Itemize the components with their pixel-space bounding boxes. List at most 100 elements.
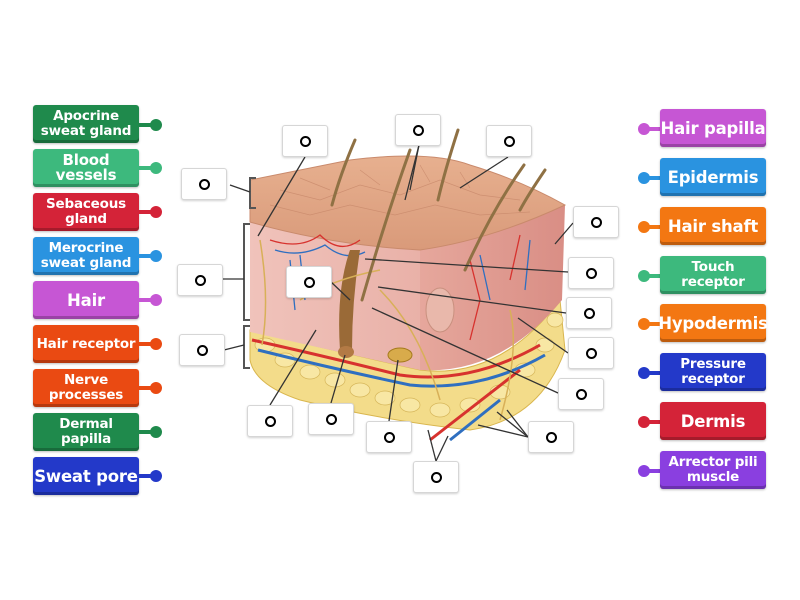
label-text: Epidermis [667, 167, 759, 187]
drop-zone-10[interactable] [568, 337, 614, 369]
connector-dot[interactable] [150, 162, 162, 174]
drop-zone-16[interactable] [528, 421, 574, 453]
connector-dot[interactable] [638, 367, 650, 379]
empty-slot-icon [590, 216, 602, 228]
drop-zone-7[interactable] [286, 266, 332, 298]
empty-slot-icon [585, 347, 597, 359]
connector [139, 474, 153, 478]
connector [646, 322, 660, 326]
connector-dot[interactable] [150, 294, 162, 306]
label-hair-papilla[interactable]: Hair papilla [660, 109, 766, 147]
connector [139, 166, 153, 170]
label-hair-receptor[interactable]: Hair receptor [33, 325, 139, 363]
connector [646, 371, 660, 375]
empty-slot-icon [194, 274, 206, 286]
label-text: Dermal papilla [59, 416, 113, 447]
empty-slot-icon [430, 471, 442, 483]
connector-dot[interactable] [150, 250, 162, 262]
connector-dot[interactable] [638, 270, 650, 282]
empty-slot-icon [198, 178, 210, 190]
empty-slot-icon [545, 431, 557, 443]
connector [139, 298, 153, 302]
label-merocrine-sweat-gland[interactable]: Merocrine sweat gland [33, 237, 139, 275]
empty-slot-icon [585, 267, 597, 279]
label-text: Dermis [680, 411, 746, 431]
label-text: Apocrine sweat gland [40, 108, 132, 139]
empty-slot-icon [383, 431, 395, 443]
label-text: Merocrine sweat gland [40, 240, 132, 271]
drop-zone-11[interactable] [179, 334, 225, 366]
label-touch-receptor[interactable]: Touch receptor [660, 256, 766, 294]
label-epidermis[interactable]: Epidermis [660, 158, 766, 196]
label-text: Hypodermis [658, 313, 768, 333]
label-sweat-pore[interactable]: Sweat pore [33, 457, 139, 495]
label-text: Hair [67, 290, 105, 310]
drop-zone-14[interactable] [308, 403, 354, 435]
label-pressure-receptor[interactable]: Pressure receptor [660, 353, 766, 391]
connector-dot[interactable] [150, 382, 162, 394]
empty-slot-icon [299, 135, 311, 147]
label-text: Hair receptor [36, 335, 136, 352]
drop-zone-4[interactable] [486, 125, 532, 157]
empty-slot-icon [575, 388, 587, 400]
label-text: Touch receptor [681, 259, 745, 290]
label-hypodermis[interactable]: Hypodermis [658, 304, 768, 342]
label-dermis[interactable]: Dermis [660, 402, 766, 440]
connector-dot[interactable] [150, 206, 162, 218]
label-nerve-processes[interactable]: Nerve processes [33, 369, 139, 407]
label-text: Hair papilla [660, 118, 766, 138]
label-arrector-pili-muscle[interactable]: Arrector pili muscle [660, 451, 766, 489]
label-sebaceous-gland[interactable]: Sebaceous gland [33, 193, 139, 231]
connector [139, 123, 153, 127]
drop-zone-2[interactable] [282, 125, 328, 157]
connector [646, 225, 660, 229]
label-text: Sweat pore [34, 466, 138, 486]
connector-dot[interactable] [638, 172, 650, 184]
label-text: Hair shaft [667, 216, 759, 236]
label-dermal-papilla[interactable]: Dermal papilla [33, 413, 139, 451]
label-text: Sebaceous gland [46, 196, 126, 227]
drop-zone-6[interactable] [177, 264, 223, 296]
label-hair-shaft[interactable]: Hair shaft [660, 207, 766, 245]
connector [139, 342, 153, 346]
empty-slot-icon [412, 124, 424, 136]
empty-slot-icon [264, 415, 276, 427]
drop-zone-13[interactable] [247, 405, 293, 437]
connector-dot[interactable] [638, 465, 650, 477]
label-apocrine-sweat-gland[interactable]: Apocrine sweat gland [33, 105, 139, 143]
empty-slot-icon [325, 413, 337, 425]
connector [646, 127, 660, 131]
empty-slot-icon [503, 135, 515, 147]
label-hair[interactable]: Hair [33, 281, 139, 319]
connector [646, 274, 660, 278]
drop-zone-1[interactable] [181, 168, 227, 200]
label-text: Nerve processes [48, 372, 124, 403]
connector-dot[interactable] [150, 119, 162, 131]
label-text: Pressure receptor [680, 356, 746, 387]
drop-zone-9[interactable] [566, 297, 612, 329]
connector-dot[interactable] [638, 318, 650, 330]
connector [139, 254, 153, 258]
label-blood-vessels[interactable]: Blood vessels [33, 149, 139, 187]
connector [139, 430, 153, 434]
drop-zone-5[interactable] [573, 206, 619, 238]
connector-dot[interactable] [638, 416, 650, 428]
empty-slot-icon [196, 344, 208, 356]
connector-dot[interactable] [150, 470, 162, 482]
connector [646, 469, 660, 473]
drop-zone-3[interactable] [395, 114, 441, 146]
drop-zone-12[interactable] [558, 378, 604, 410]
label-text: Arrector pili muscle [668, 454, 758, 485]
connector [646, 420, 660, 424]
connector-dot[interactable] [150, 338, 162, 350]
drop-zone-17[interactable] [413, 461, 459, 493]
empty-slot-icon [303, 276, 315, 288]
connector-dot[interactable] [150, 426, 162, 438]
connector-dot[interactable] [638, 221, 650, 233]
drop-zone-15[interactable] [366, 421, 412, 453]
empty-slot-icon [583, 307, 595, 319]
connector [139, 210, 153, 214]
connector-dot[interactable] [638, 123, 650, 135]
drop-zone-8[interactable] [568, 257, 614, 289]
